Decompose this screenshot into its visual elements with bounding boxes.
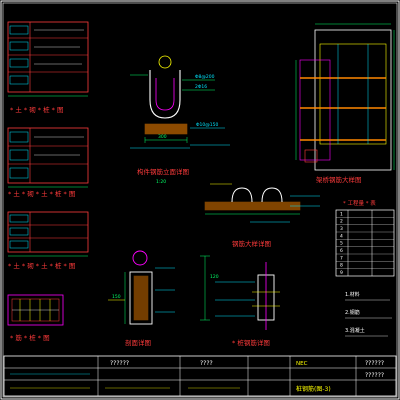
center-detail	[204, 183, 320, 223]
bottom-center-detail	[200, 255, 280, 330]
left-label-4: * 筋 * 桩 * 图	[10, 333, 50, 342]
note-1: 1.材料	[345, 291, 360, 298]
title-block-drawing-name: 桩钢筋(图-3)	[296, 385, 331, 393]
quantity-table-row-number: 5	[340, 241, 343, 247]
title-block-cell-1: ??????	[110, 360, 129, 367]
note-3: 3.混凝土	[345, 327, 365, 334]
annotation-dim-3: 120	[210, 274, 219, 280]
center-title: 钢筋大样详图	[232, 239, 271, 248]
right-title: 架桥钢筋大样图	[316, 175, 362, 184]
quantity-table-row-number: 4	[340, 233, 343, 239]
annotation-rebar-3: Φ10@150	[196, 122, 218, 128]
quantity-table-row-number: 8	[340, 263, 343, 269]
bottom-left-detail	[108, 250, 175, 325]
annotation-rebar-2: 2Φ16	[195, 84, 207, 90]
quantity-table-rows: 1 234 567 89	[336, 211, 394, 276]
quantity-table: 1 234 567 89	[335, 209, 395, 277]
top-middle-scale: 1:20	[156, 179, 166, 185]
left-label-3: * 土 * 砌 * 土 * 桩 * 图	[8, 261, 75, 270]
left-table-4	[7, 294, 64, 326]
quantity-table-row-number: 6	[340, 248, 343, 254]
right-frame-detail	[295, 23, 395, 171]
bottom-left-title: 剖面详图	[125, 338, 151, 347]
quantity-table-row-number: 3	[340, 226, 343, 232]
left-label-1: * 土 * 砌 * 桩 * 图	[10, 105, 63, 114]
title-block-cell-4: ??????	[365, 372, 384, 379]
notes-block	[345, 299, 392, 337]
quantity-table-title: * 工程量 * 表	[343, 199, 376, 207]
left-table-3	[7, 211, 89, 257]
title-block-cell-3: ??????	[365, 360, 384, 367]
quantity-table-row-number: 2	[340, 219, 343, 225]
top-middle-title: 构件钢筋立面详图	[137, 167, 189, 176]
annotation-dim-2: 150	[112, 294, 121, 300]
title-block-cell-2: ????	[200, 360, 213, 367]
left-label-2: * 土 * 砌 * 土 * 桩 * 图	[8, 189, 75, 198]
left-table-1	[7, 21, 89, 97]
quantity-table-row-number: 7	[340, 255, 343, 261]
quantity-table-row-number: 9	[340, 270, 343, 276]
annotation-dim-1: 300	[158, 134, 167, 140]
top-middle-detail	[130, 55, 230, 149]
title-block	[3, 355, 397, 397]
title-block-logo: NEC	[296, 361, 308, 367]
left-table-2	[7, 127, 89, 188]
bottom-center-title: * 桩钢筋详图	[232, 338, 270, 347]
quantity-table-row-number: 1	[340, 211, 343, 217]
note-2: 2.钢筋	[345, 309, 360, 316]
annotation-rebar-1: Φ8@200	[195, 74, 215, 80]
